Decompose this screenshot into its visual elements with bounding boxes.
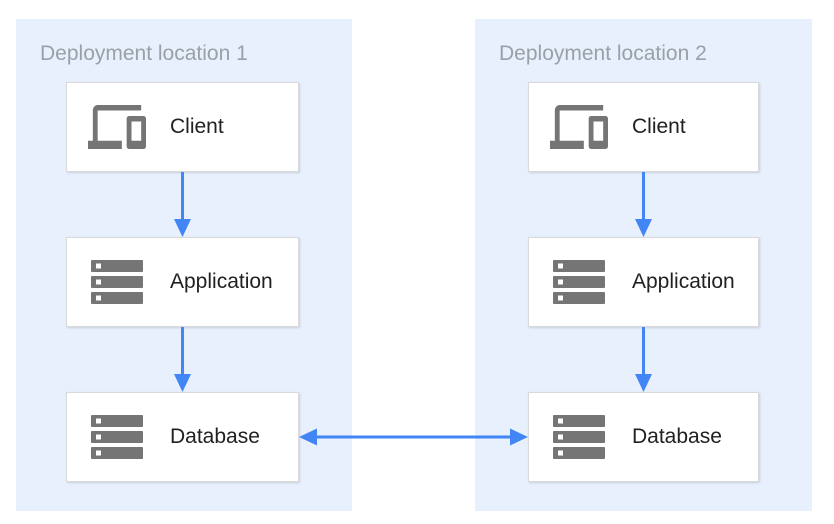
client-devices-icon [550, 105, 608, 149]
deployment-location-2-panel: Deployment location 2 Client [475, 19, 812, 511]
client-node: Client [528, 82, 759, 172]
server-stack-icon [88, 415, 146, 459]
node-label: Database [632, 425, 722, 448]
database-node: Database [66, 392, 299, 482]
node-label: Application [632, 270, 735, 293]
deployment-location-title: Deployment location 2 [499, 42, 707, 65]
node-label: Client [632, 115, 686, 138]
application-node: Application [528, 237, 759, 327]
application-node: Application [66, 237, 299, 327]
server-stack-icon [550, 260, 608, 304]
deployment-location-1-panel: Deployment location 1 Client [16, 19, 352, 511]
client-devices-icon [88, 105, 146, 149]
server-stack-icon [550, 415, 608, 459]
database-node: Database [528, 392, 759, 482]
node-label: Client [170, 115, 224, 138]
server-stack-icon [88, 260, 146, 304]
client-node: Client [66, 82, 299, 172]
node-label: Database [170, 425, 260, 448]
deployment-location-title: Deployment location 1 [40, 42, 248, 65]
node-label: Application [170, 270, 273, 293]
